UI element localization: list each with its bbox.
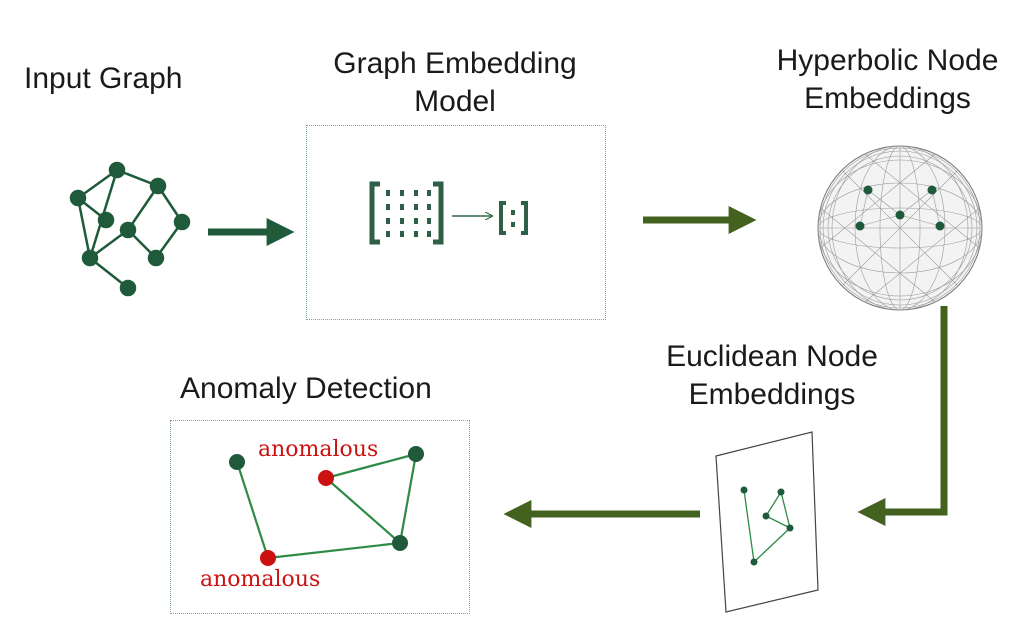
hyperbolic-line1: Hyperbolic Node — [776, 44, 999, 77]
input-graph — [69, 161, 191, 297]
graph-node — [69, 189, 87, 207]
anomalous-label-bottom: anomalous — [200, 567, 320, 592]
arrow-to-euclidean — [857, 306, 948, 526]
euclidean-node — [762, 512, 770, 520]
hyperbolic-node — [895, 210, 905, 220]
normal-node — [408, 446, 424, 462]
anomalous-node — [318, 470, 334, 486]
graph-node — [149, 177, 167, 195]
anomaly-detection-box — [170, 420, 470, 614]
euclidean-node — [777, 488, 785, 496]
euclidean-node — [750, 558, 758, 566]
hyperbolic-node — [855, 221, 865, 231]
euclidean-line2: Embeddings — [688, 378, 856, 411]
hyperbolic-node — [935, 221, 945, 231]
graph-embedding-model-line1: Graph Embedding — [333, 47, 577, 80]
graph-node — [119, 221, 137, 239]
anomalous-node — [260, 550, 276, 566]
hyperbolic-node — [927, 185, 937, 195]
graph-embedding-model-label: Graph Embedding Model — [310, 45, 600, 121]
embedding-model-box — [306, 125, 606, 320]
hyperbolic-node — [863, 185, 873, 195]
hyperbolic-embeddings-label: Hyperbolic Node Embeddings — [755, 42, 1020, 118]
euclidean-node — [740, 486, 748, 494]
euclidean-node — [786, 524, 794, 532]
euclidean-embeddings-label: Euclidean Node Embeddings — [648, 338, 896, 414]
graph-node — [119, 279, 137, 297]
normal-node — [229, 454, 245, 470]
anomalous-label-top: anomalous — [258, 437, 378, 462]
graph-node — [108, 161, 126, 179]
anomaly-detection-label: Anomaly Detection — [180, 372, 432, 405]
graph-embedding-model-line2: Model — [414, 85, 496, 118]
hyperbolic-sphere — [817, 145, 983, 311]
hyperbolic-line2: Embeddings — [804, 82, 971, 115]
vector-icon — [499, 201, 528, 235]
input-graph-label: Input Graph — [24, 62, 183, 95]
euclidean-line1: Euclidean Node — [666, 340, 878, 373]
matrix-icon — [369, 181, 444, 245]
graph-node — [173, 213, 191, 231]
anomaly-graph: anomalous anomalous — [200, 437, 424, 592]
graph-node — [97, 211, 115, 229]
graph-node — [147, 249, 165, 267]
graph-node — [81, 249, 99, 267]
normal-node — [392, 535, 408, 551]
euclidean-plane — [715, 431, 819, 613]
